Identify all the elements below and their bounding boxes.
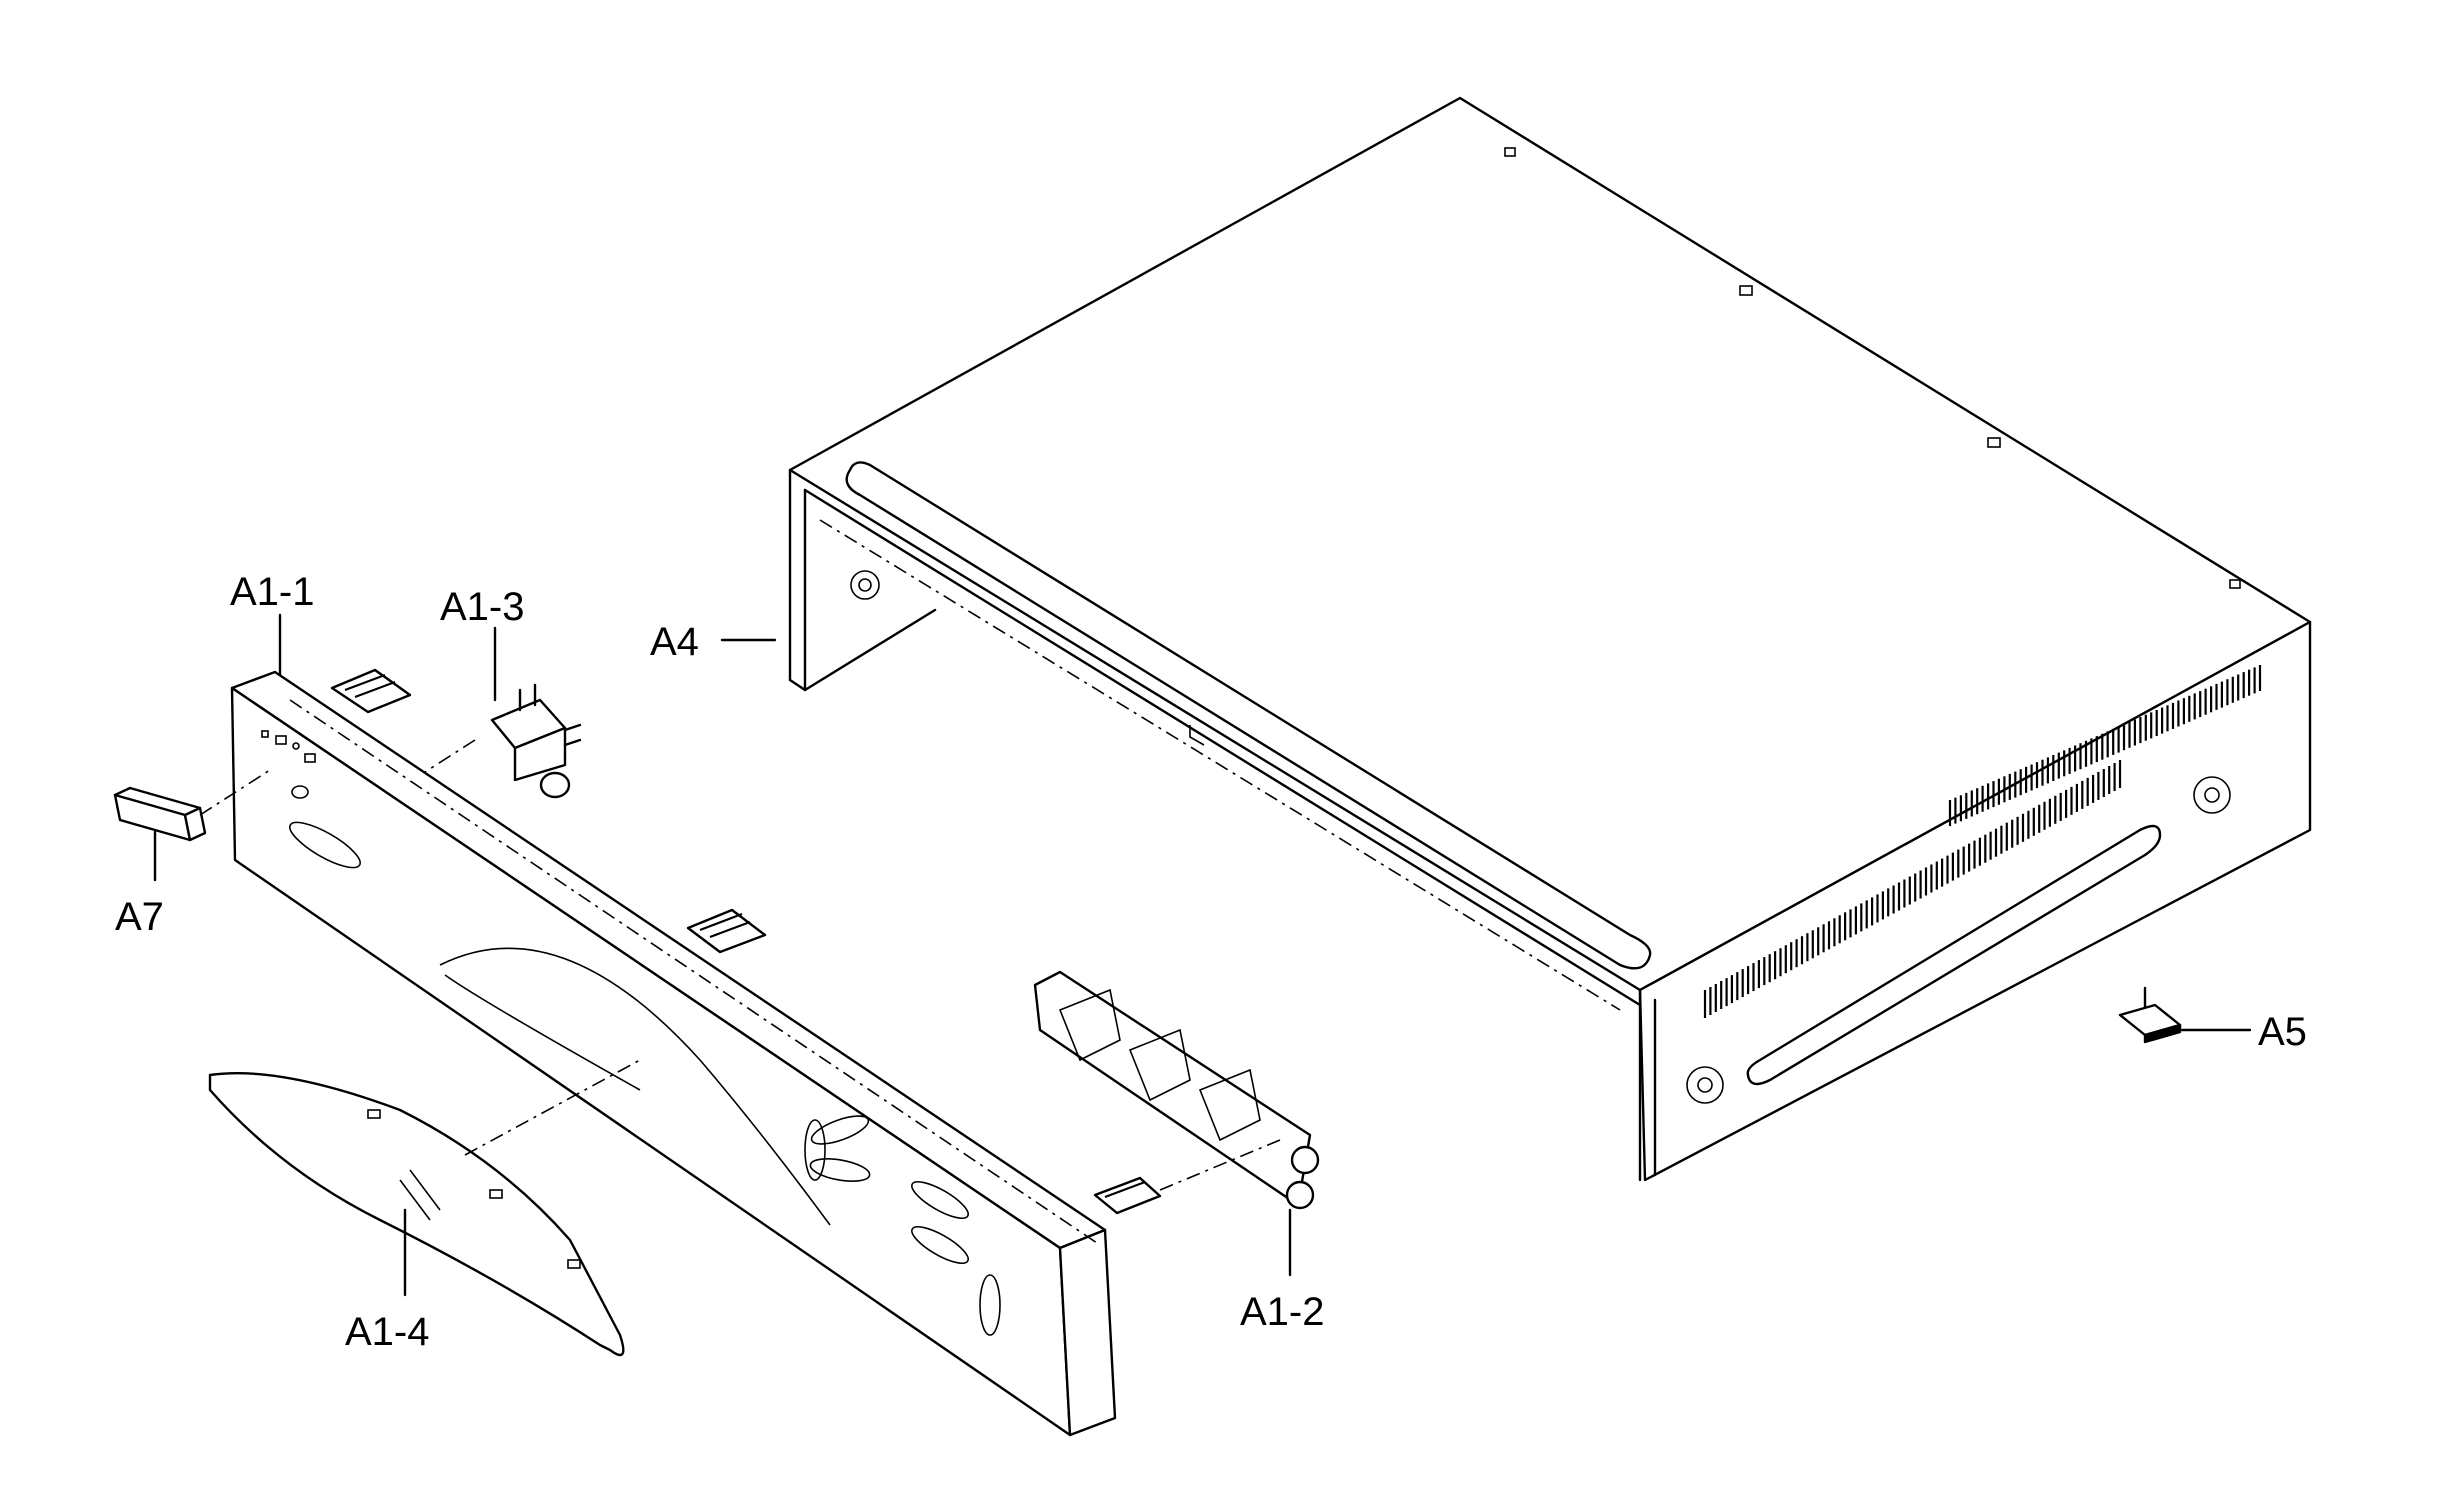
label-a1-3: A1-3 — [440, 585, 525, 629]
panel-end-face — [1058, 1228, 1117, 1437]
cover-tab-2 — [1739, 285, 1753, 296]
panel-clip-icon — [330, 668, 412, 714]
screw-hole-icon — [1686, 1066, 1724, 1104]
cover-fold-corner — [788, 678, 807, 692]
pcb-component — [1198, 1068, 1261, 1142]
a7-edge — [113, 786, 132, 797]
jog-button-icon — [810, 1115, 870, 1145]
panel-button-icon — [911, 1181, 969, 1219]
label-a1-4: A1-4 — [345, 1310, 430, 1354]
switch-pin — [563, 723, 582, 732]
switch-knob-icon — [539, 771, 571, 799]
switch-front — [513, 726, 567, 782]
panel-clip-icon — [1093, 1176, 1162, 1215]
pcb-jack-icon — [1285, 1180, 1315, 1210]
window-tab — [567, 1259, 581, 1269]
button-part-a7 — [113, 769, 271, 842]
pcb-component — [1058, 988, 1121, 1062]
foot-part-a5 — [2118, 986, 2182, 1044]
panel-button-icon — [979, 1274, 1001, 1336]
cover-side-slot — [1746, 824, 2162, 1086]
top-cover-a4 — [788, 96, 2312, 1182]
cover-tab-1 — [1504, 147, 1516, 157]
jog-button-icon — [809, 1158, 871, 1182]
cover-vent-rear — [1948, 665, 2262, 826]
cover-tab-3 — [1987, 437, 2001, 448]
a7-edge — [128, 786, 202, 810]
label-a1-1: A1-1 — [230, 570, 315, 614]
panel-display-window — [439, 947, 831, 1226]
pcb-jack-icon — [1290, 1145, 1320, 1175]
label-a7: A7 — [115, 895, 164, 939]
window-leader-dash — [464, 1059, 641, 1156]
cover-dash-line — [819, 519, 1621, 1011]
jog-button-icon — [804, 1119, 826, 1181]
switch-leader-dash — [424, 739, 476, 773]
switch-pin — [563, 738, 582, 747]
switch-part-a1-3 — [424, 683, 582, 799]
pcb-leader-dash — [1159, 1139, 1281, 1191]
cover-tab-4 — [2229, 579, 2241, 589]
window-glare — [399, 1179, 431, 1221]
window-tab — [489, 1189, 503, 1199]
label-a1-2: A1-2 — [1240, 1290, 1325, 1334]
panel-button-icon — [289, 821, 361, 869]
foot-side — [2143, 1023, 2182, 1044]
screw-hole-icon — [2193, 776, 2231, 814]
window-part-a1-4 — [208, 1059, 641, 1357]
cover-notch — [1189, 725, 1205, 746]
front-panel-a1-1 — [230, 668, 1162, 1437]
window-glare — [409, 1169, 441, 1211]
a7-side — [183, 806, 207, 842]
label-a5: A5 — [2258, 1010, 2307, 1054]
led-indicator-icon — [261, 730, 316, 763]
label-a4: A4 — [650, 620, 699, 664]
screw-hole-icon — [850, 570, 880, 600]
window-tab — [367, 1109, 381, 1119]
leader-lines — [153, 613, 2252, 1297]
circuit-board-a1-2 — [1033, 970, 1320, 1210]
panel-button-icon — [911, 1226, 969, 1264]
pcb-component — [1128, 1028, 1191, 1102]
panel-dash-line — [289, 699, 1101, 1246]
a7-leader-dash — [199, 769, 271, 816]
window-body — [208, 1072, 625, 1357]
cover-left-bottom-edge — [803, 608, 937, 692]
cover-inner-lip — [803, 488, 1642, 1007]
cover-top-slot — [845, 461, 1652, 970]
panel-clip-icon — [686, 908, 767, 954]
panel-window-lower-edge — [444, 974, 641, 1091]
cover-vent-front — [1703, 760, 2122, 1018]
panel-small-hole — [291, 785, 309, 799]
